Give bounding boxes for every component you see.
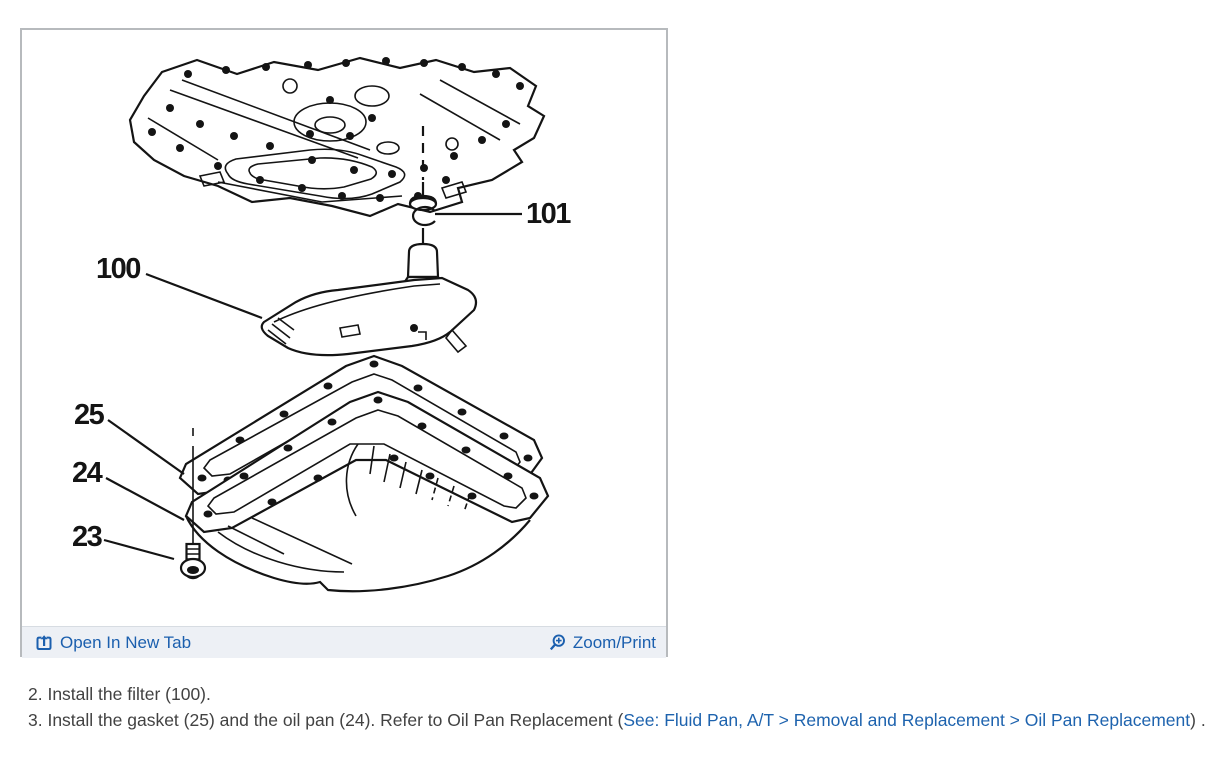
fluid-pan-reference-link[interactable]: See: Fluid Pan, A/T > Removal and Replac… — [623, 709, 1191, 730]
transmission-case-drawing — [128, 56, 546, 218]
instructions: 2. Install the filter (100). 3. Install … — [28, 682, 1206, 733]
open-in-new-tab-label: Open In New Tab — [60, 633, 192, 652]
leader-25 — [107, 419, 185, 475]
instruction-step-3: 3. Install the gasket (25) and the oil p… — [28, 708, 1206, 734]
step-2-text: 2. Install the filter (100). — [28, 684, 211, 704]
callout-25: 25 — [74, 399, 105, 431]
callout-100: 100 — [96, 253, 140, 285]
oil-pan-drawing — [184, 390, 550, 593]
step-3-suffix: ) . — [1190, 709, 1206, 730]
leader-100 — [145, 272, 263, 320]
callouts: 101 100 25 24 23 — [72, 198, 573, 561]
step-3-prefix: 3. Install the gasket (25) and the oil p… — [28, 709, 624, 730]
pan-bolt-holes — [203, 396, 539, 518]
panel-footer: Open In New Tab Zoom/Print — [22, 626, 666, 658]
callout-101: 101 — [526, 198, 571, 230]
filter-drawing — [260, 242, 478, 357]
case-bolt-dots — [148, 57, 524, 202]
diagram-area: 101 100 25 24 23 — [22, 30, 666, 626]
callout-24: 24 — [72, 457, 103, 489]
leader-24 — [105, 477, 185, 521]
zoom-print-link[interactable]: Zoom/Print — [548, 633, 656, 652]
open-in-new-tab-link[interactable]: Open In New Tab — [35, 634, 191, 651]
drain-bolt-drawing — [179, 428, 207, 580]
callout-23: 23 — [72, 521, 103, 553]
instruction-step-2: 2. Install the filter (100). — [28, 682, 1206, 708]
zoom-print-icon — [549, 633, 565, 650]
leader-23 — [103, 538, 175, 561]
diagram-panel: 101 100 25 24 23 Op — [20, 28, 668, 658]
exploded-diagram-svg: 101 100 25 24 23 — [72, 56, 573, 593]
filter-seal-drawing — [408, 126, 438, 245]
open-in-new-tab-icon — [36, 635, 52, 650]
zoom-print-label: Zoom/Print — [572, 633, 656, 652]
